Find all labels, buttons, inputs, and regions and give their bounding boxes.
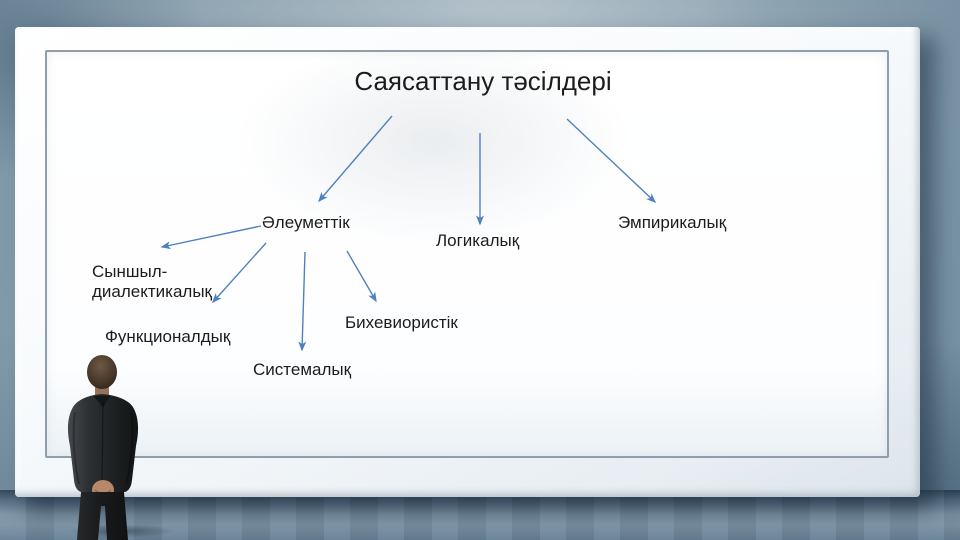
man-legs (77, 492, 128, 540)
node-synshyl-dialektikalyk: Сыншыл- диалектикалық (92, 262, 212, 301)
man-jacket-seam (101, 401, 104, 491)
man-head (87, 355, 117, 389)
node-sistemalyk: Системалық (253, 360, 352, 379)
man-collar (94, 396, 110, 408)
node-empirikalyk: Эмпирикалық (618, 213, 727, 232)
arrow-aleumettik-to-funktsionaldyk (211, 242, 267, 304)
floor (0, 490, 960, 540)
node-funktsionaldyk: Функционалдық (105, 327, 231, 346)
man-silhouette (67, 355, 139, 540)
arrow-title-to-aleumettik (318, 115, 393, 203)
node-bikhevioristik: Бихевиористік (345, 313, 458, 332)
man-left-arm-crease (72, 411, 80, 485)
arrow-aleumettik-to-bikhevioristik (346, 250, 377, 303)
man-right-arm-crease (125, 411, 134, 485)
node-aleumettik: Әлеуметтік (262, 213, 350, 232)
node-logikalyk: Логикалық (436, 231, 520, 250)
arrow-aleumettik-to-synshyl (160, 225, 262, 250)
arrow-title-to-empirikalyk (566, 118, 657, 204)
whiteboard (15, 27, 920, 497)
slide-title: Саясаттану тәсілдері (354, 66, 612, 96)
whiteboard-surface (45, 50, 889, 458)
arrow-aleumettik-to-sistemalyk (298, 251, 307, 352)
